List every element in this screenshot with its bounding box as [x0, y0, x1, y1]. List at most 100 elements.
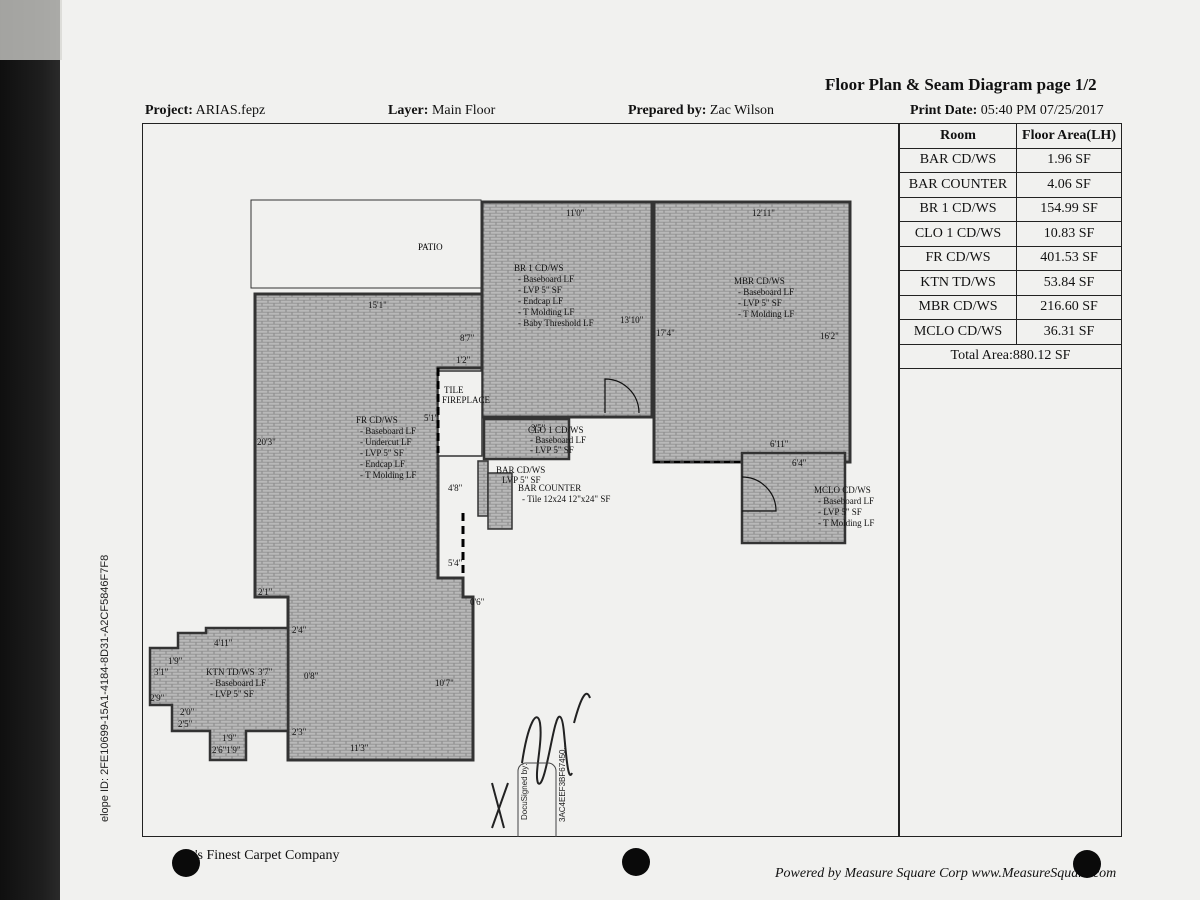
- dim-label: 0'8": [304, 671, 319, 681]
- prepared-value: Zac Wilson: [709, 103, 775, 118]
- signed-by-label: DocuSigned by:: [520, 763, 529, 820]
- project-label: Project:: [145, 103, 193, 118]
- footer-company: 's Finest Carpet Company: [195, 848, 340, 863]
- room-name: FR CD/WS: [899, 245, 1017, 271]
- dim-label: 4'8": [448, 483, 463, 493]
- dim-label: 1'9": [168, 656, 183, 666]
- layer-field: Layer: Main Floor: [388, 103, 495, 119]
- layer-value: Main Floor: [431, 103, 496, 118]
- room-mbr: [652, 200, 852, 464]
- ktn-label: KTN TD/WS- Baseboard LF- LVP 5" SF: [206, 667, 266, 699]
- room-area: 216.60 SF: [1016, 294, 1122, 320]
- dim-label: 6'11": [770, 439, 789, 449]
- room-name: KTN TD/WS: [899, 270, 1017, 296]
- room-name: MCLO CD/WS: [899, 319, 1017, 345]
- dim-label: 13'10": [620, 315, 644, 325]
- print-date-label: Print Date:: [910, 103, 978, 118]
- room-bar: [477, 460, 489, 517]
- dim-label: 2'1": [258, 587, 273, 597]
- envelope-id-wrap: elope ID: 2FE10699-15A1-4184-8D31-A2CF58…: [99, 555, 366, 834]
- room-bar-counter: [487, 472, 513, 530]
- frame-divider: [898, 123, 900, 837]
- envelope-id: elope ID: 2FE10699-15A1-4184-8D31-A2CF58…: [99, 554, 111, 822]
- project-value: ARIAS.fepz: [195, 103, 266, 118]
- print-date-value: 05:40 PM 07/25/2017: [980, 103, 1104, 118]
- room-area: 1.96 SF: [1016, 147, 1122, 173]
- dim-label: 11'0": [566, 208, 585, 218]
- dim-label: 10'7": [435, 678, 454, 688]
- dim-label: 3'1": [154, 667, 169, 677]
- room-area: 53.84 SF: [1016, 270, 1122, 296]
- room-br1: [480, 200, 654, 419]
- dim-label: 6'4": [792, 458, 807, 468]
- total-row: Total Area:880.12 SF: [899, 343, 1122, 369]
- fr-label: FR CD/WS- Baseboard LF- Undercut LF- LVP…: [356, 415, 416, 480]
- patio-label: PATIO: [418, 242, 443, 252]
- door-swing-br1: [604, 378, 640, 414]
- dim-label: 2'4": [292, 625, 307, 635]
- patio-area: [250, 199, 482, 289]
- dim-label: 3'7": [258, 667, 273, 677]
- signature-box: [517, 762, 557, 837]
- prepared-label: Prepared by:: [628, 103, 707, 118]
- dim-label: 2'0": [180, 707, 195, 717]
- print-date-field: Print Date: 05:40 PM 07/25/2017: [910, 103, 1104, 119]
- total-area: Total Area:880.12 SF: [899, 343, 1122, 369]
- mclo-label: MCLO CD/WS- Baseboard LF- LVP 5" SF- T M…: [814, 485, 874, 528]
- floor-plan: PATIO BR 1 CD/WS- Baseboard LF- LVP 5" S…: [148, 199, 874, 837]
- room-name: BAR CD/WS: [899, 147, 1017, 173]
- punch-hole: [172, 849, 200, 877]
- dim-label: 17'4": [656, 328, 675, 338]
- dim-label: 3'5": [531, 423, 546, 433]
- room-name: BR 1 CD/WS: [899, 196, 1017, 222]
- document-title: Floor Plan & Seam Diagram page 1/2: [825, 75, 1097, 94]
- door-swing-mclo: [741, 476, 777, 512]
- dim-label: 4'11": [214, 638, 233, 648]
- project-field: Project: ARIAS.fepz: [145, 103, 265, 119]
- dim-label: 1'2": [456, 355, 471, 365]
- dim-label: 8'7": [460, 333, 475, 343]
- dim-label: 1'9": [222, 733, 237, 743]
- scan-background: [0, 0, 60, 900]
- header-floor-area: Floor Area(LH): [1016, 123, 1122, 149]
- room-clo1: [482, 417, 571, 461]
- br1-label: BR 1 CD/WS- Baseboard LF- LVP 5" SF- End…: [514, 263, 594, 328]
- dim-label: 11'3": [350, 743, 369, 753]
- room-mclo: [740, 451, 847, 545]
- prepared-field: Prepared by: Zac Wilson: [628, 103, 774, 119]
- dim-label: 2'6"1'9": [212, 745, 241, 755]
- dim-label: 2'3": [292, 727, 307, 737]
- punch-hole: [622, 848, 650, 876]
- drawing-frame: [142, 123, 1122, 837]
- header-room: Room: [899, 123, 1017, 149]
- dim-label: 16'2": [820, 331, 839, 341]
- bar-counter-label: BAR COUNTER- Tile 12x24 12"x24" SF: [518, 483, 610, 504]
- dim-label: 2'9": [150, 693, 165, 703]
- mbr-label: MBR CD/WS- Baseboard LF- LVP 5" SF- T Mo…: [734, 276, 794, 319]
- dim-label: 20'3": [257, 437, 276, 447]
- room-name: CLO 1 CD/WS: [899, 221, 1017, 247]
- tape-strip: [0, 0, 62, 60]
- room-area: 36.31 SF: [1016, 319, 1122, 345]
- dim-label: 2'5": [178, 719, 193, 729]
- room-area: 4.06 SF: [1016, 172, 1122, 198]
- footer-powered: Powered by Measure Square Corp www.Measu…: [775, 866, 1117, 881]
- table-header-row: Room Floor Area(LH): [899, 123, 1122, 149]
- fireplace-block: [437, 370, 483, 457]
- dim-label: 5'1": [424, 413, 439, 423]
- signature-mark: [491, 692, 591, 829]
- room-area: 401.53 SF: [1016, 245, 1122, 271]
- room-area: 10.83 SF: [1016, 221, 1122, 247]
- dim-label: 15'1": [368, 300, 387, 310]
- room-name: BAR COUNTER: [899, 172, 1017, 198]
